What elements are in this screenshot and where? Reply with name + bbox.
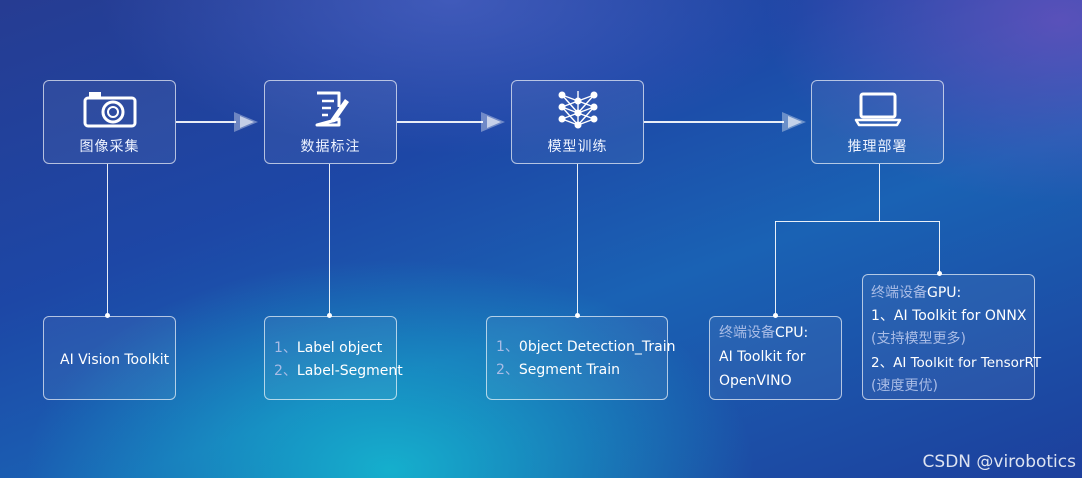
detail-label-tools: 1、Label object 2、Label-Segment: [264, 316, 403, 400]
item-text: Segment Train: [518, 362, 620, 378]
arrow-right-icon: [481, 112, 505, 132]
detail-train-tools: 1、0bject Detection_Train 2、Segment Train: [486, 316, 675, 400]
connector-train: [577, 164, 578, 316]
heading-device: CPU:: [775, 325, 809, 341]
heading-device: GPU:: [927, 285, 962, 301]
laptop-icon: [851, 88, 905, 130]
item-number: 1、: [274, 340, 297, 356]
item-text: Label-Segment: [296, 363, 403, 379]
stage-image-capture: 图像采集: [43, 80, 176, 164]
stage-label: 模型训练: [547, 139, 608, 155]
detail-heading: 终端设备CPU:: [719, 322, 808, 345]
detail-text: 1、AI Toolkit for ONNX: [871, 308, 1027, 324]
detail-text: AI Toolkit for: [719, 349, 806, 365]
connector-vision: [107, 164, 108, 316]
connector-dot: [773, 313, 778, 318]
item-number: 1、: [496, 339, 519, 355]
detail-text: AI Vision Toolkit: [60, 352, 170, 368]
list-item: 1、0bject Detection_Train: [496, 336, 675, 359]
detail-heading: 终端设备GPU:: [871, 282, 961, 305]
connector-dot: [327, 313, 332, 318]
list-item: 2、Segment Train: [496, 359, 620, 382]
detail-note: (支持模型更多): [871, 331, 966, 347]
stage-data-annotation: 数据标注: [264, 80, 397, 164]
connector-deploy-stem: [879, 164, 880, 221]
detail-text: OpenVINO: [719, 373, 792, 389]
detail-cpu-deploy: 终端设备CPU: AI Toolkit for OpenVINO: [709, 316, 842, 400]
detail-note: (速度更优): [871, 378, 938, 394]
neural-network-icon: [551, 88, 605, 130]
heading-prefix: 终端设备: [871, 285, 927, 301]
connector-dot: [575, 313, 580, 318]
stage-model-training: 模型训练: [511, 80, 644, 164]
camera-icon: [83, 88, 137, 130]
item-number: 2、: [274, 363, 297, 379]
stage-label: 推理部署: [847, 139, 908, 155]
item-text: Label object: [296, 340, 383, 356]
connector-deploy-bar: [775, 221, 940, 222]
heading-prefix: 终端设备: [719, 325, 775, 341]
list-item: 2、Label-Segment: [274, 360, 403, 383]
list-item: 1、Label object: [274, 337, 382, 360]
connector-1-2: [176, 121, 236, 123]
edit-document-icon: [304, 88, 358, 130]
detail-text: 2、AI Toolkit for TensorRT: [871, 355, 1042, 371]
arrow-right-icon: [782, 112, 806, 132]
stage-label: 图像采集: [79, 139, 140, 155]
connector-dot: [105, 313, 110, 318]
connector-dot: [937, 271, 942, 276]
connector-2-3: [397, 121, 483, 123]
connector-3-4: [644, 121, 784, 123]
detail-gpu-deploy: 终端设备GPU: 1、AI Toolkit for ONNX (支持模型更多) …: [862, 274, 1041, 400]
connector-cpu: [775, 221, 776, 316]
connector-gpu: [939, 221, 940, 274]
connector-label: [329, 164, 330, 316]
item-text: 0bject Detection_Train: [518, 339, 676, 355]
detail-vision-toolkit: AI Vision Toolkit: [43, 316, 176, 400]
watermark: CSDN @virobotics: [922, 452, 1076, 472]
stage-inference-deploy: 推理部署: [811, 80, 944, 164]
stage-label: 数据标注: [300, 139, 361, 155]
arrow-right-icon: [234, 112, 258, 132]
item-number: 2、: [496, 362, 519, 378]
